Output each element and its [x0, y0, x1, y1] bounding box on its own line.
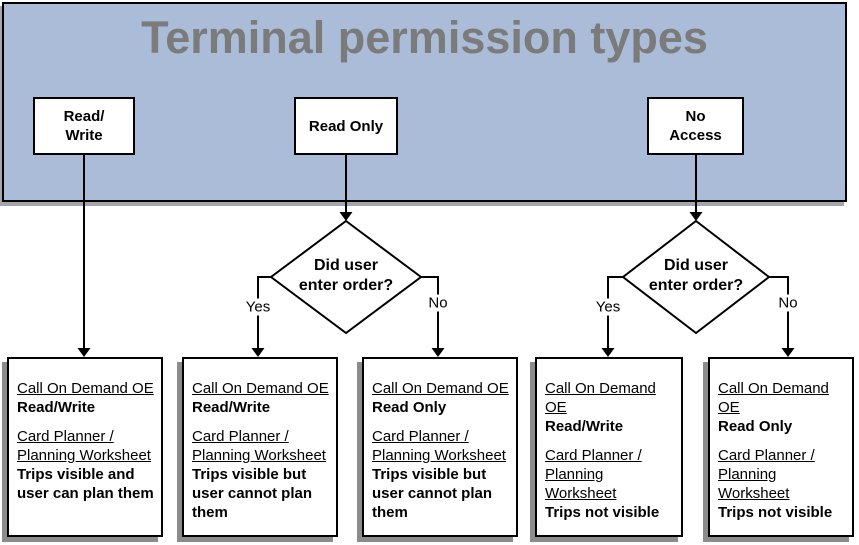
permission-box-read-write: Read/ Write [33, 97, 135, 155]
result-line: them [192, 504, 228, 521]
result-line: Planning Worksheet [192, 447, 326, 464]
result-line: Call On Demand [545, 380, 656, 397]
result-line: Worksheet [718, 485, 790, 502]
permission-box-no-access: No Access [647, 97, 744, 155]
decision-diamond-2 [621, 219, 771, 335]
branch-label-no-1: No [425, 294, 451, 312]
result-line: Call On Demand OE [372, 380, 509, 397]
result-line: Read/Write [17, 399, 96, 416]
connector-d1-yes [257, 276, 271, 349]
result-line: OE [545, 399, 567, 416]
arrowhead-icon [431, 348, 445, 357]
result-line: Card Planner / [545, 447, 642, 464]
decision-diamond-1 [269, 219, 423, 335]
result-line: Read/Write [545, 418, 624, 435]
result-line: Read Only [372, 399, 447, 416]
result-line: user cannot plan [192, 485, 313, 502]
result-line: Trips visible but [372, 466, 487, 483]
result-line: Trips not visible [718, 504, 833, 521]
result-line: Read Only [718, 418, 793, 435]
result-line: Card Planner / [192, 428, 289, 445]
result-line: Read/Write [192, 399, 271, 416]
result-line: user can plan them [17, 485, 154, 502]
result-line: Worksheet [545, 485, 617, 502]
connector-d1-no [421, 276, 439, 349]
result-line: Card Planner / [372, 428, 469, 445]
arrowhead-icon [689, 212, 703, 221]
result-line: Trips visible but [192, 466, 307, 483]
connector-d2-no [769, 276, 789, 349]
arrowhead-icon [781, 348, 795, 357]
result-line: Call On Demand OE [17, 380, 154, 397]
result-line: them [372, 504, 408, 521]
result-line: Card Planner / [17, 428, 114, 445]
branch-label-no-2: No [775, 294, 801, 312]
arrowhead-icon [77, 348, 91, 357]
result-line: Planning [545, 466, 604, 483]
result-line: Planning Worksheet [17, 447, 151, 464]
result-line: Planning [718, 466, 777, 483]
result-line: Card Planner / [718, 447, 815, 464]
branch-label-yes-2: Yes [592, 298, 624, 316]
result-line: Call On Demand [718, 380, 829, 397]
result-line: Trips not visible [545, 504, 660, 521]
permission-box-read-only: Read Only [294, 97, 398, 155]
arrowhead-icon [251, 348, 265, 357]
arrowhead-icon [601, 348, 615, 357]
decision-question-1: Did user enter order? [298, 257, 394, 294]
connector-d2-yes [607, 276, 623, 349]
result-line: OE [718, 399, 740, 416]
decision-question-2: Did user enter order? [648, 257, 744, 294]
result-line: Planning Worksheet [372, 447, 506, 464]
result-line: Call On Demand OE [192, 380, 329, 397]
diagram-title: Terminal permission types [141, 12, 708, 63]
result-line: user cannot plan [372, 485, 493, 502]
branch-label-yes-1: Yes [242, 298, 274, 316]
result-line: Trips visible and [17, 466, 135, 483]
arrowhead-icon [339, 212, 353, 221]
